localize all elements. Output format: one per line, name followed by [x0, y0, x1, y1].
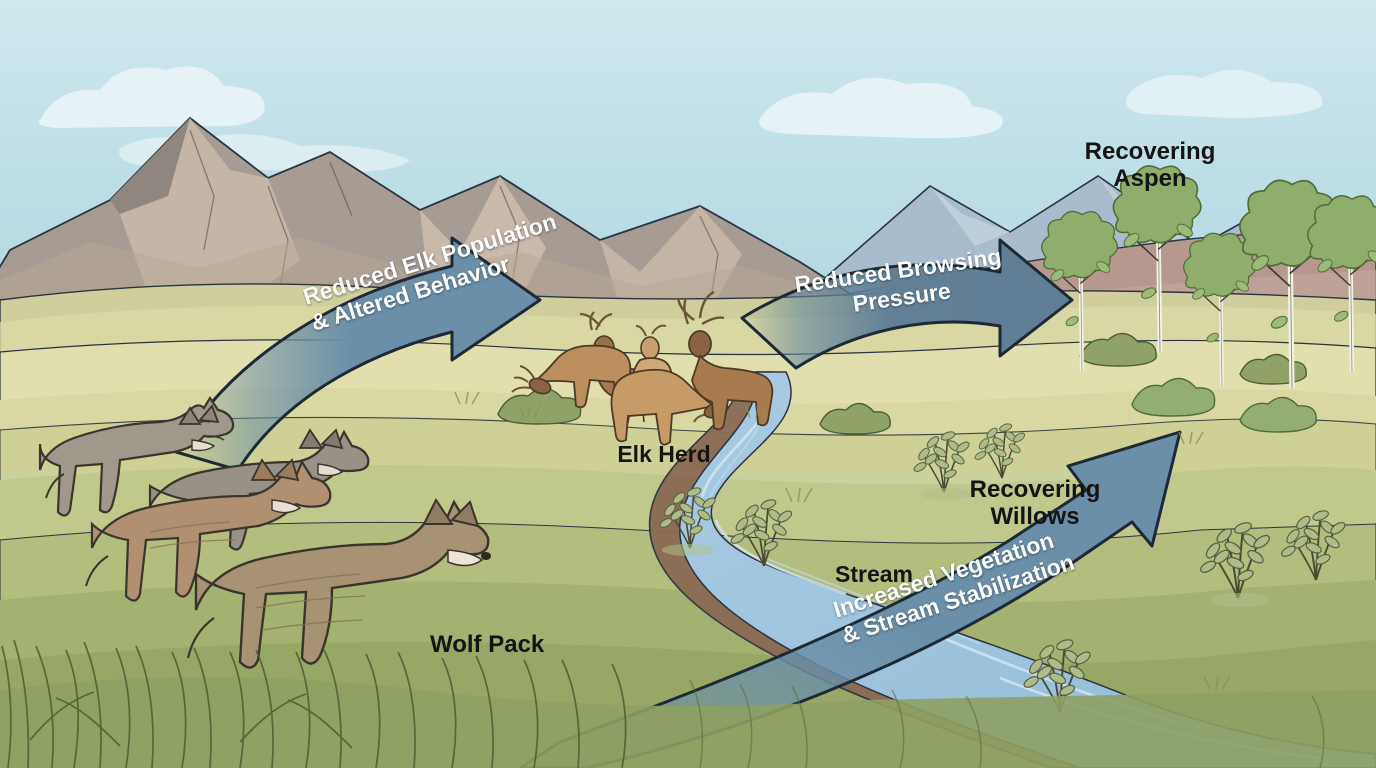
- wolf-pack: [38, 395, 491, 669]
- wolf: [38, 395, 235, 517]
- elk: [511, 344, 632, 409]
- elk: [676, 290, 774, 431]
- grass-tufts: [454, 391, 1231, 691]
- foreground-grass: [0, 639, 1376, 768]
- mountain-range-main: [0, 116, 864, 301]
- arrow-reduced-elk-population: [174, 236, 542, 472]
- aspen-grove: [1042, 166, 1376, 433]
- elk-herd: [511, 290, 774, 446]
- wolf: [85, 458, 332, 602]
- willow-shrubs: [657, 421, 1348, 713]
- wolf: [186, 498, 491, 669]
- arrow-reduced-browsing-pressure: [740, 238, 1074, 370]
